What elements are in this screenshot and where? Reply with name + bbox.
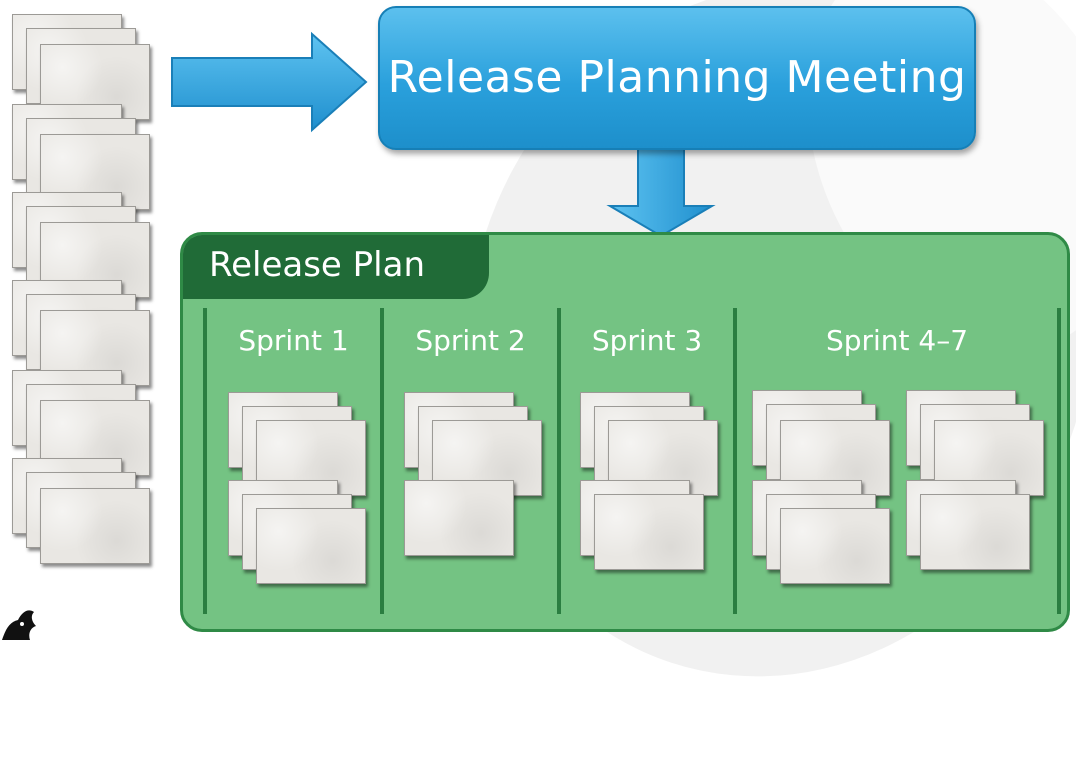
release-plan-label: Release Plan xyxy=(209,245,425,285)
right-arrow-icon xyxy=(171,31,368,133)
release-planning-meeting-box: Release Planning Meeting xyxy=(378,6,976,150)
sprint-2-label: Sprint 2 xyxy=(415,324,526,357)
story-card xyxy=(404,480,514,556)
sprint-divider xyxy=(380,308,384,614)
sprint-divider xyxy=(203,308,207,614)
flow-arrows xyxy=(171,31,716,238)
release-planning-meeting-label: Release Planning Meeting xyxy=(387,52,967,103)
story-card xyxy=(432,420,542,496)
down-arrow-icon xyxy=(606,139,716,238)
logo-icon xyxy=(2,610,36,640)
story-card xyxy=(256,508,366,584)
story-card xyxy=(920,494,1030,570)
sprint-divider xyxy=(733,308,737,614)
sprint-divider xyxy=(557,308,561,614)
story-card xyxy=(780,508,890,584)
release-plan-tab: Release Plan xyxy=(183,235,489,299)
story-card xyxy=(40,488,150,564)
sprint-1-label: Sprint 1 xyxy=(238,324,349,357)
story-card xyxy=(594,494,704,570)
sprint-divider xyxy=(1057,308,1061,614)
sprint-4-7-label: Sprint 4–7 xyxy=(825,324,969,357)
sprint-3-label: Sprint 3 xyxy=(591,324,703,357)
